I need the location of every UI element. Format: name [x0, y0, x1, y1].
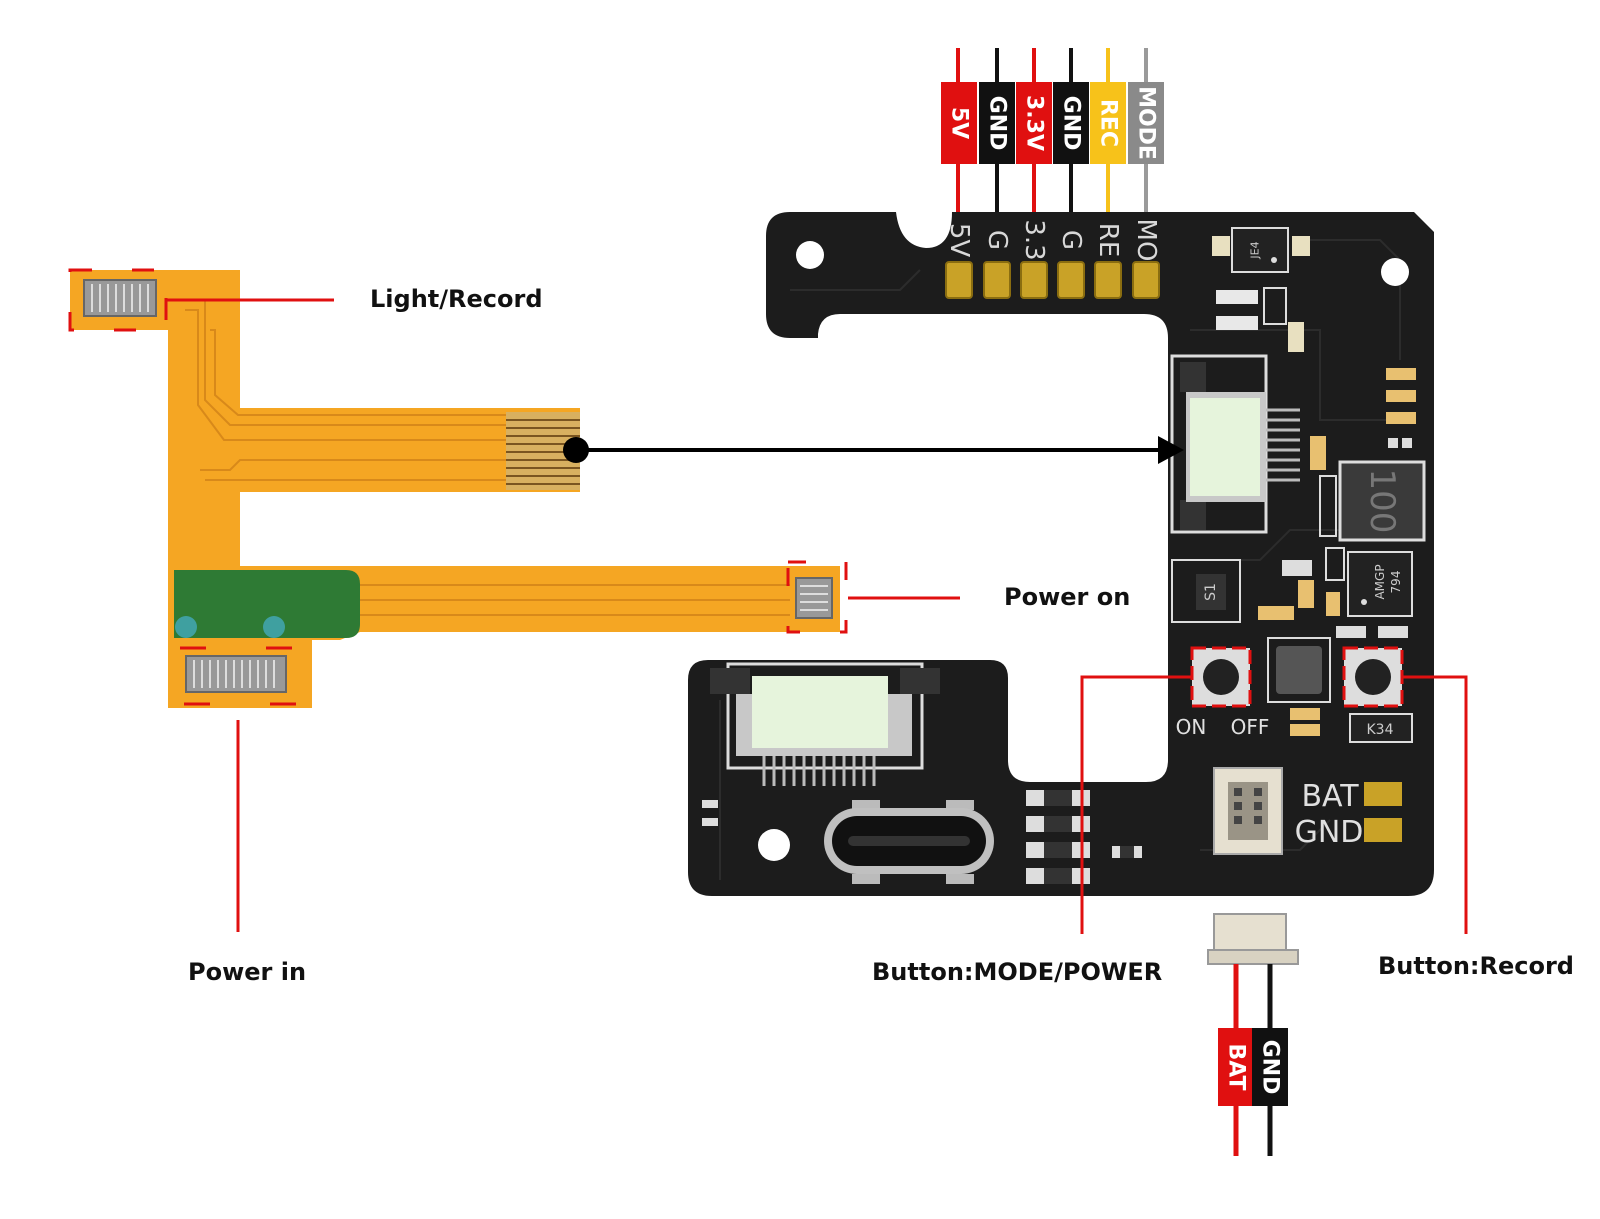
pad-gnd-label: GND: [1295, 815, 1364, 850]
led-components: [1216, 287, 1304, 352]
wire-label-mode: MODE: [1134, 86, 1159, 160]
mounting-hole: [796, 241, 824, 269]
callout-lines: [166, 298, 1468, 934]
ic-amgp: AMGP 794: [1325, 547, 1413, 617]
pad-bat: [1364, 782, 1402, 806]
pcb-board: 5V G 3.3 G RE MO JE4: [688, 212, 1434, 896]
jst-connector: [1213, 767, 1283, 855]
label-button-mode-power: Button:MODE/POWER: [872, 958, 1163, 986]
fpc-connector-secondary: [710, 662, 940, 786]
inductor-label: 100: [1362, 469, 1402, 534]
callout-line-record: [1402, 675, 1468, 934]
flex-test-point: [263, 616, 285, 638]
wire-label-gnd-1: GND: [985, 96, 1010, 151]
connector-power-on: [786, 560, 848, 634]
resistor-array: [1026, 790, 1142, 884]
flex-traces: [185, 299, 790, 616]
label-light-record: Light/Record: [370, 285, 543, 313]
ic-k34-label: K34: [1367, 722, 1394, 738]
label-power-in: Power in: [188, 958, 307, 986]
battery-label-bat: BAT: [1224, 1043, 1249, 1090]
ic-s1: S1: [1171, 559, 1408, 638]
button-mode-power: [1190, 646, 1252, 708]
wire-label-5v: 5V: [947, 107, 972, 139]
top-wire-group: 5V GND 3.3V GND REC MODE: [941, 48, 1164, 262]
battery-sleeve-bat: BAT: [1218, 1028, 1254, 1106]
wire-sleeve-3v3: 3.3V: [1016, 82, 1052, 164]
smd-left: [702, 800, 718, 808]
callout-line-mode-power: [1080, 675, 1192, 934]
silk-mo: MO: [1131, 219, 1161, 262]
battery-label-gnd: GND: [1258, 1040, 1283, 1095]
ic-je4-label: JE4: [1249, 241, 1262, 259]
switch-off-label: OFF: [1231, 715, 1270, 739]
mounting-hole: [758, 829, 790, 861]
flex-stiffener: [174, 570, 360, 638]
silk-g-1: G: [982, 230, 1012, 250]
battery-sleeve-gnd: GND: [1252, 1028, 1288, 1106]
battery-connector: BAT GND: [1207, 913, 1299, 1156]
pad-silkscreen: 5V G 3.3 G RE MO: [944, 219, 1161, 262]
silk-3v3: 3.3: [1019, 219, 1049, 260]
smd-left: [702, 818, 718, 826]
silk-re: RE: [1093, 223, 1123, 258]
wire-sleeve-gnd-1: GND: [979, 82, 1015, 164]
connector-light-record: [68, 268, 168, 332]
pad-gnd: [1364, 818, 1402, 842]
wire-label-gnd-2: GND: [1059, 96, 1084, 151]
silk-5v: 5V: [944, 223, 974, 258]
flex-test-point: [175, 616, 197, 638]
wire-label-rec: REC: [1096, 99, 1121, 147]
connection-arrow: [563, 436, 1184, 464]
buzzer: [1267, 637, 1331, 703]
smd-column: [1310, 368, 1416, 470]
connector-power-in: [178, 646, 298, 706]
silk-g-2: G: [1056, 230, 1086, 250]
fpc-connector-main: [1170, 354, 1300, 534]
wire-label-3v3: 3.3V: [1022, 95, 1047, 151]
ic-je4: JE4: [1212, 227, 1310, 273]
smd-near-k34: [1290, 708, 1320, 736]
ic-amgp-label-1: AMGP: [1373, 564, 1387, 599]
ic-k34: K34: [1349, 713, 1413, 743]
button-record: [1342, 646, 1404, 708]
mounting-hole: [1381, 258, 1409, 286]
pad-bat-label: BAT: [1301, 779, 1359, 814]
wire-sleeve-mode: MODE: [1128, 82, 1164, 164]
wire-sleeve-rec: REC: [1090, 82, 1126, 164]
wire-sleeve-gnd-2: GND: [1053, 82, 1089, 164]
label-button-record: Button:Record: [1378, 952, 1574, 980]
usb-c-port: [824, 800, 994, 884]
wire-sleeve-5v: 5V: [941, 82, 977, 164]
ic-s1-label: S1: [1203, 583, 1219, 601]
ic-amgp-label-2: 794: [1389, 571, 1403, 594]
label-power-on: Power on: [1004, 583, 1131, 611]
inductor: 100: [1319, 460, 1426, 542]
switch-on-label: ON: [1176, 715, 1207, 739]
flex-cable: [68, 268, 848, 708]
header-pads: [945, 261, 1160, 299]
